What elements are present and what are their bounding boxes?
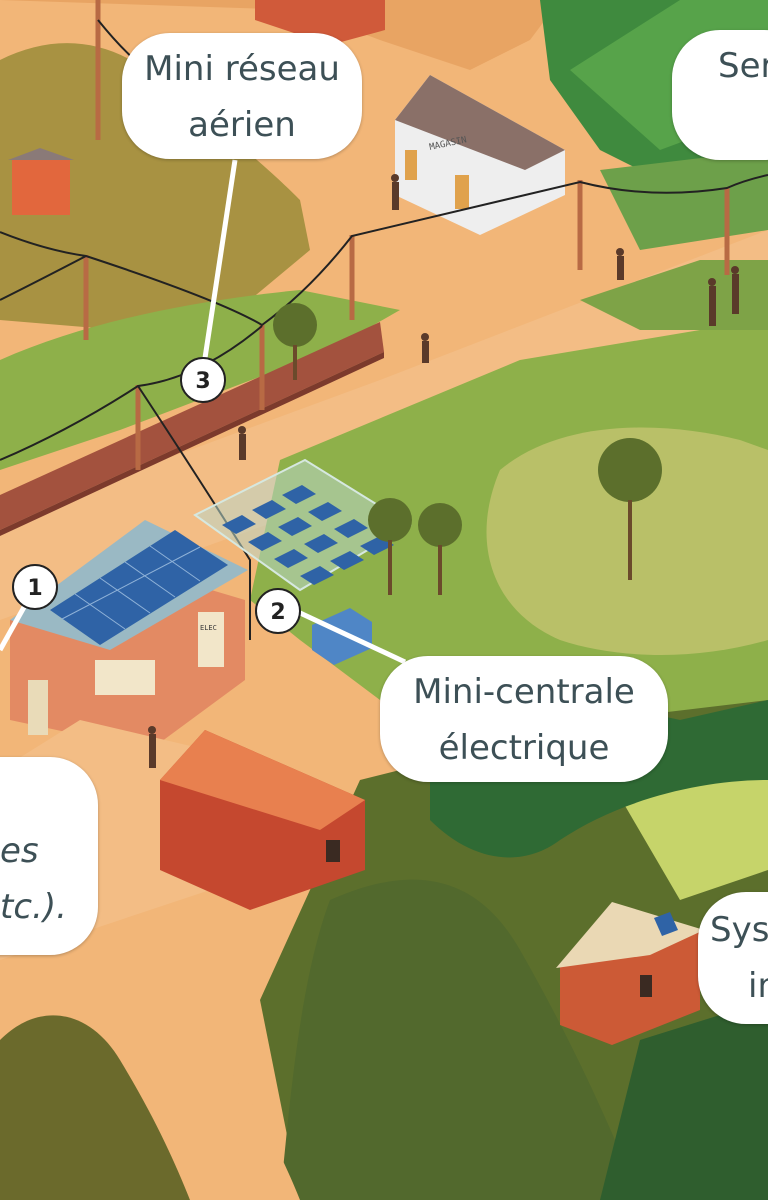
callout-left-partial[interactable]: es tc.).	[0, 757, 98, 955]
red-shed-roof	[160, 730, 365, 830]
solar-panels	[222, 485, 394, 585]
light-meadow	[486, 427, 768, 655]
utility-poles	[83, 0, 730, 470]
callout-systeme-line2: in	[748, 966, 768, 1006]
callout-systeme-partial[interactable]: Sys in	[698, 892, 768, 1024]
callout-mini-centrale-line2: électrique	[438, 728, 610, 768]
brick-wall	[0, 322, 384, 530]
marker-1-number: 1	[27, 576, 42, 601]
marker-2-number: 2	[270, 600, 285, 625]
callout-mini-centrale[interactable]: Mini-centrale électrique	[380, 656, 668, 782]
marker-2[interactable]: 2	[253, 586, 303, 636]
hut-left	[12, 160, 70, 215]
left-field	[0, 43, 310, 330]
marker-3-number: 3	[195, 369, 210, 394]
lower-right-house-roof	[556, 902, 704, 968]
marker-3[interactable]: 3	[178, 355, 228, 405]
right-lawn	[580, 260, 768, 330]
store-roof	[395, 75, 565, 170]
callout-service-partial[interactable]: Ser	[672, 30, 768, 160]
forest-lower-middle	[280, 879, 640, 1200]
tree-trunks	[293, 345, 632, 595]
villagers	[148, 174, 739, 768]
roof-solar-grid	[61, 545, 201, 630]
roof-solar-array	[50, 530, 228, 645]
upper-terrace	[0, 0, 560, 70]
building-sign: ELEC	[200, 624, 217, 632]
building-door	[28, 680, 48, 735]
callout-left-line2: tc.).	[0, 887, 67, 927]
marker-1[interactable]: 1	[10, 562, 60, 612]
lower-right-solar-panel	[654, 912, 678, 936]
callout-mini-reseau-line1: Mini réseau	[144, 49, 340, 89]
hut-top-center	[255, 0, 385, 45]
store-door-1	[405, 150, 417, 180]
callout-mini-reseau[interactable]: Mini réseau aérien	[122, 33, 362, 159]
building-window	[95, 660, 155, 695]
brick-wall-shadow	[0, 352, 384, 536]
callout-service-line1: Ser	[718, 46, 768, 86]
leader-lines	[0, 159, 407, 665]
callout-mini-reseau-line2: aérien	[188, 105, 296, 145]
forest-lower-right	[600, 1000, 768, 1200]
callout-left-line1: es	[0, 831, 39, 871]
hut-left-roof	[8, 148, 74, 160]
lower-right-house-window	[640, 975, 652, 997]
trees	[273, 303, 662, 547]
battery-cabinet	[312, 608, 372, 665]
callout-mini-centrale-line1: Mini-centrale	[413, 672, 635, 712]
building-sign-board	[198, 612, 224, 667]
shrub-lower-left	[0, 1015, 190, 1200]
red-shed-door	[326, 840, 340, 862]
callout-systeme-line1: Sys	[710, 910, 768, 950]
store-door-2	[455, 175, 469, 209]
